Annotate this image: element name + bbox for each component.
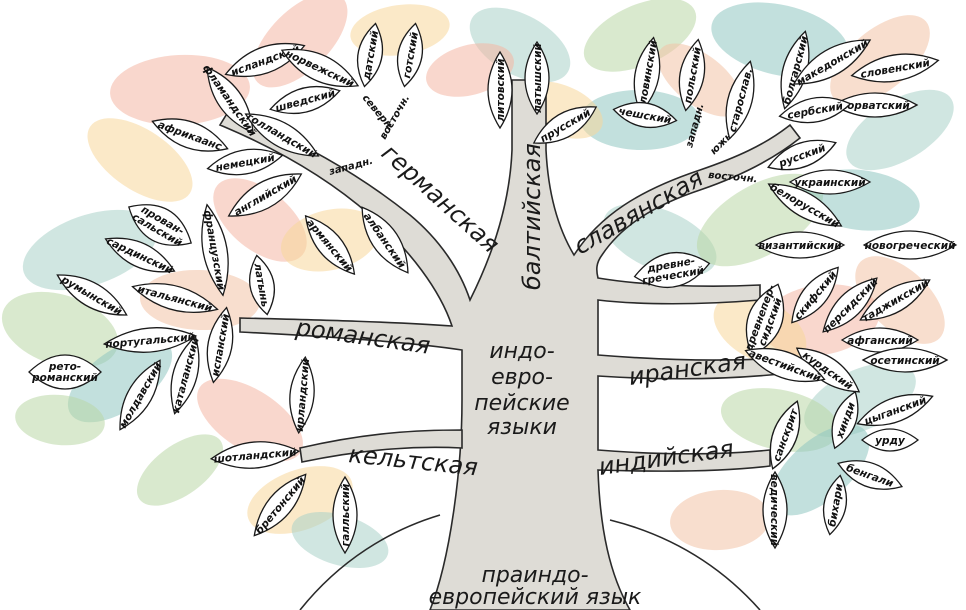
branch-label-romance: романская (293, 313, 432, 360)
leaf-label: византийский (758, 240, 842, 252)
root-line: европейский язык (429, 585, 642, 610)
branch-label-baltic: балтийская (518, 143, 546, 290)
leaf-label: украинский (794, 177, 866, 189)
leaf-label: хорватский (839, 100, 910, 112)
branch-label-indic: индийская (597, 434, 735, 481)
foliage-blob (668, 487, 772, 554)
leaf-label: афганский (847, 335, 913, 347)
leaf-urdu: урду (862, 429, 918, 451)
leaf-modern-greek: новогреческий (864, 231, 956, 259)
leaf-label: урду (875, 435, 906, 447)
leaf-label: латышский (532, 43, 544, 113)
leaf-label: галльский (340, 483, 352, 546)
leaf-label: ведический (768, 474, 780, 547)
leaf-label: литовский (495, 58, 507, 122)
center-line: языки (487, 415, 557, 440)
foliage-blob (125, 420, 235, 519)
leaf-label: новогреческий (865, 240, 956, 252)
center-line: пейские (474, 391, 569, 416)
branch-label-iranian: иранская (627, 347, 748, 391)
leaf-label: осетинский (870, 355, 940, 367)
center-line: евро- (491, 365, 553, 390)
center-line: индо- (489, 339, 554, 364)
